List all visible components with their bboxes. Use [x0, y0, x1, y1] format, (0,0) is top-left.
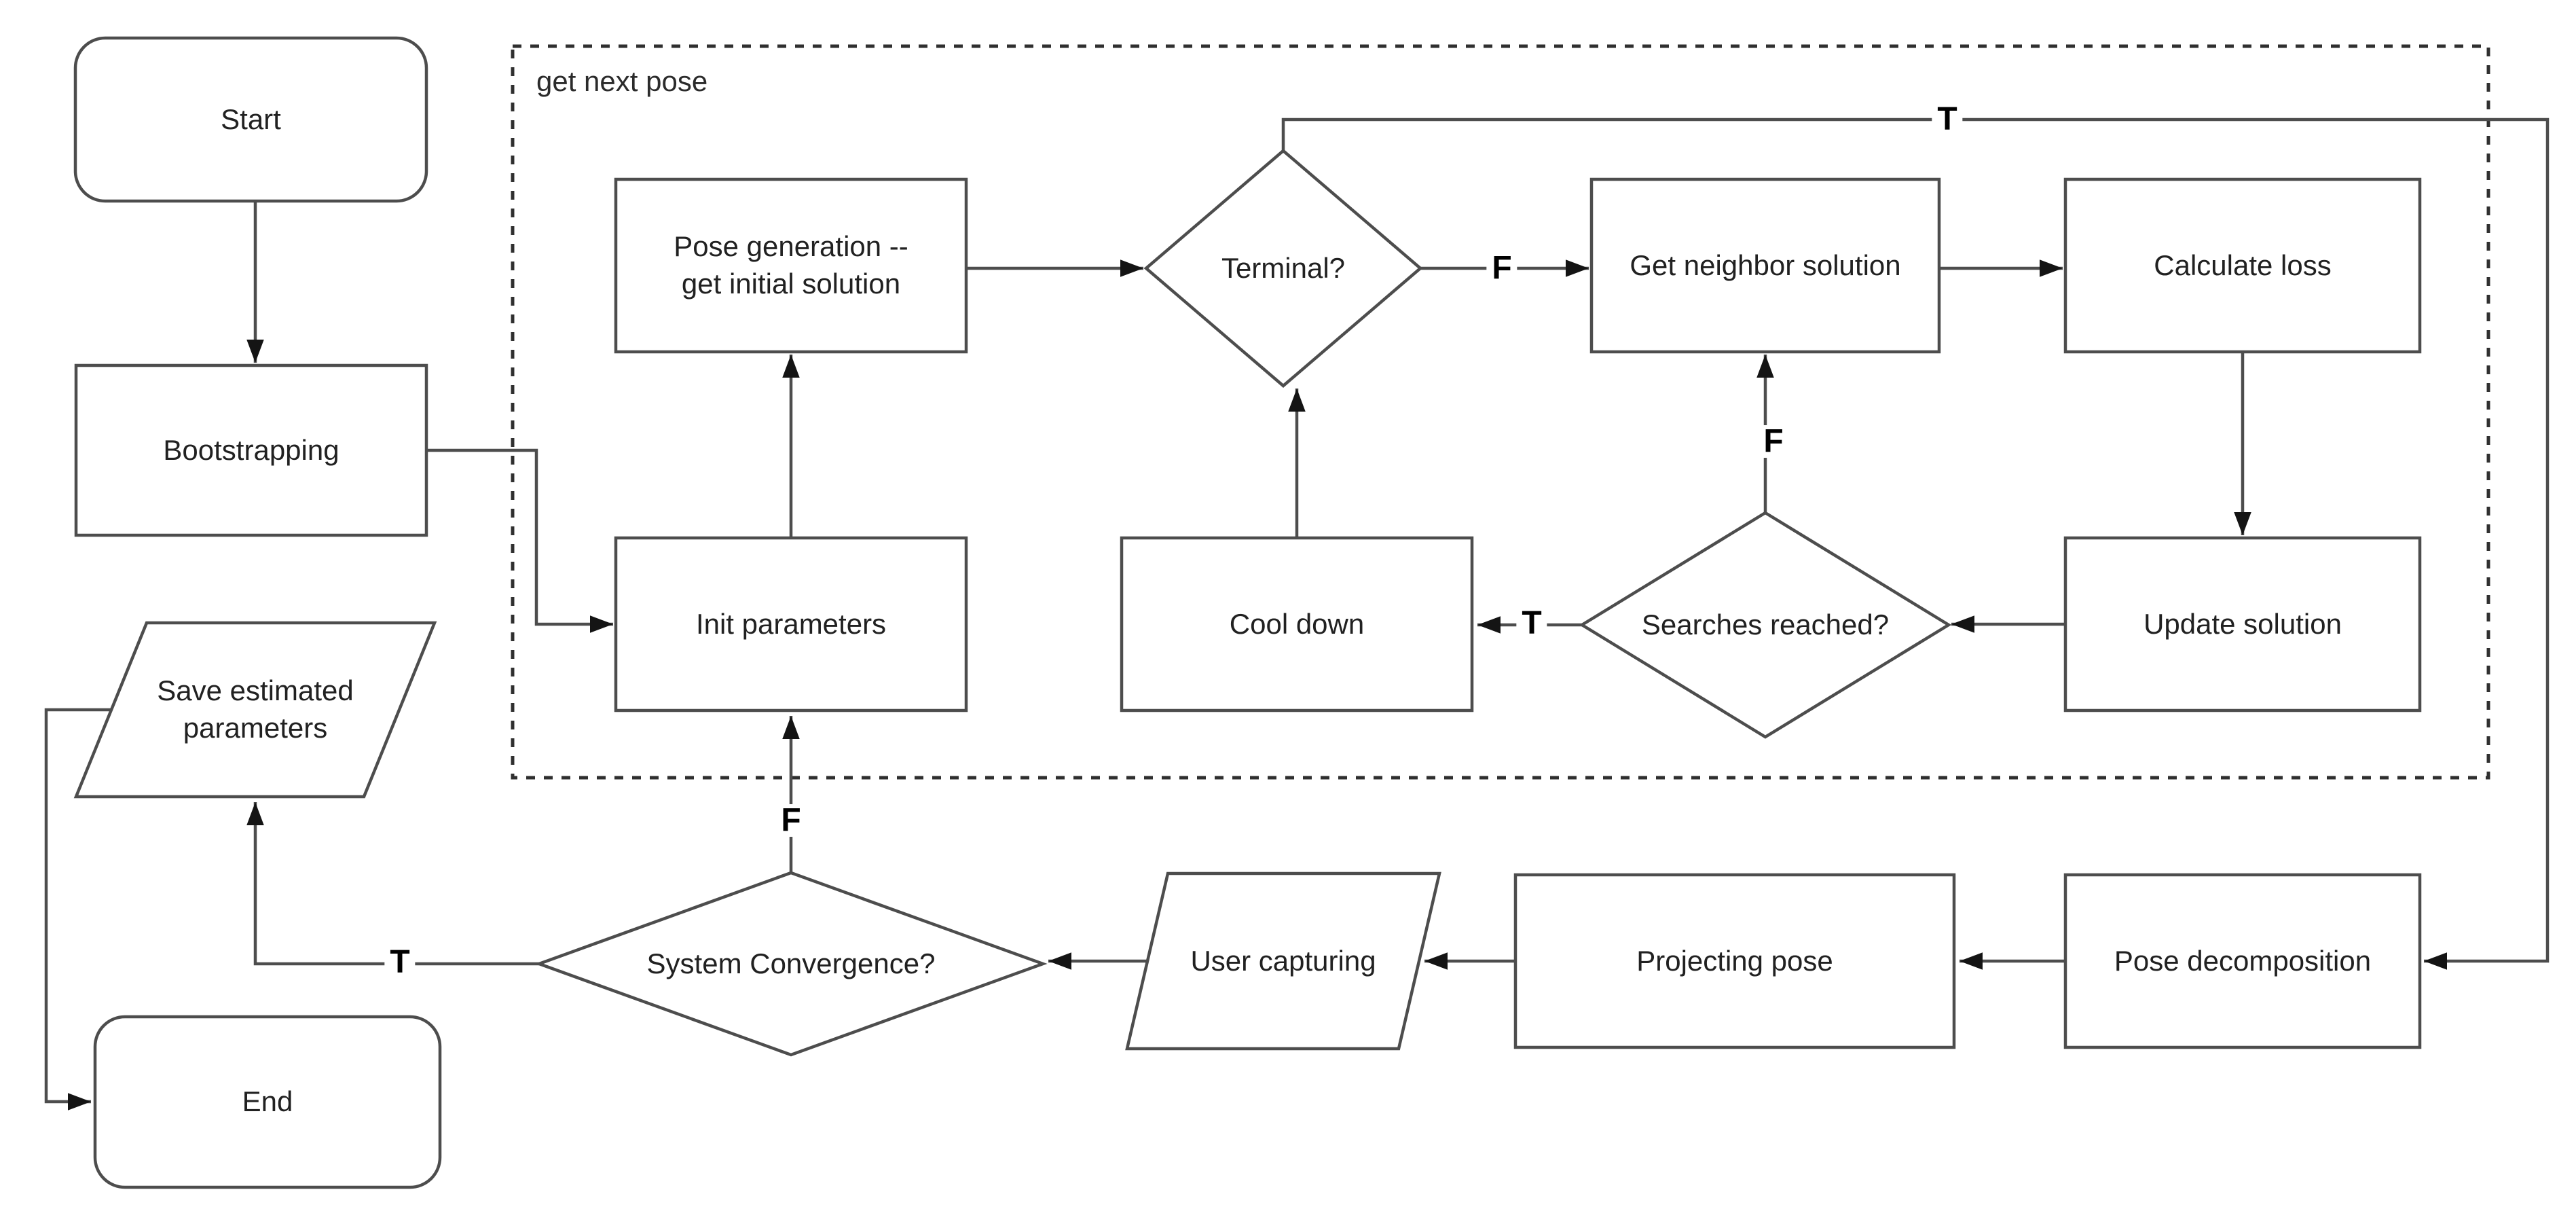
edge-label-convergence-false: F — [775, 804, 807, 837]
edge-terminal-true-to-pose-decomposition — [1281, 118, 2550, 970]
node-end-shape — [93, 1015, 442, 1189]
node-system-convergence-shape — [534, 871, 1048, 1057]
edge-convergence-true-to-save-parameters — [246, 802, 539, 966]
node-pose-decomposition-shape — [2063, 873, 2422, 1049]
node-start-shape — [73, 36, 428, 203]
node-update-solution-shape — [2063, 536, 2422, 712]
edge-label-terminal-true: T — [1932, 103, 1963, 136]
edge-label-terminal-false: F — [1486, 252, 1517, 285]
node-get-neighbor-solution-shape — [1589, 177, 1941, 354]
edge-label-convergence-true: T — [384, 946, 416, 979]
edge-bootstrapping-to-init-parameters — [428, 448, 613, 633]
edge-label-searches-true: T — [1516, 607, 1547, 640]
node-bootstrapping-shape — [74, 363, 428, 537]
node-terminal-shape — [1143, 149, 1423, 388]
node-init-parameters-shape — [614, 536, 968, 712]
edge-label-searches-false: F — [1758, 425, 1789, 458]
get-next-pose-region-label: get next pose — [536, 65, 708, 97]
edge-save-parameters-to-end — [44, 708, 114, 1111]
node-pose-generation-shape — [614, 177, 968, 354]
node-cool-down-shape — [1120, 536, 1474, 712]
node-save-estimated-parameters-shape — [73, 621, 437, 799]
node-projecting-pose-shape — [1513, 873, 1956, 1049]
get-next-pose-region — [511, 44, 2490, 780]
node-calculate-loss-shape — [2063, 177, 2422, 354]
node-searches-reached-shape — [1579, 511, 1952, 739]
node-user-capturing-shape — [1125, 871, 1441, 1051]
